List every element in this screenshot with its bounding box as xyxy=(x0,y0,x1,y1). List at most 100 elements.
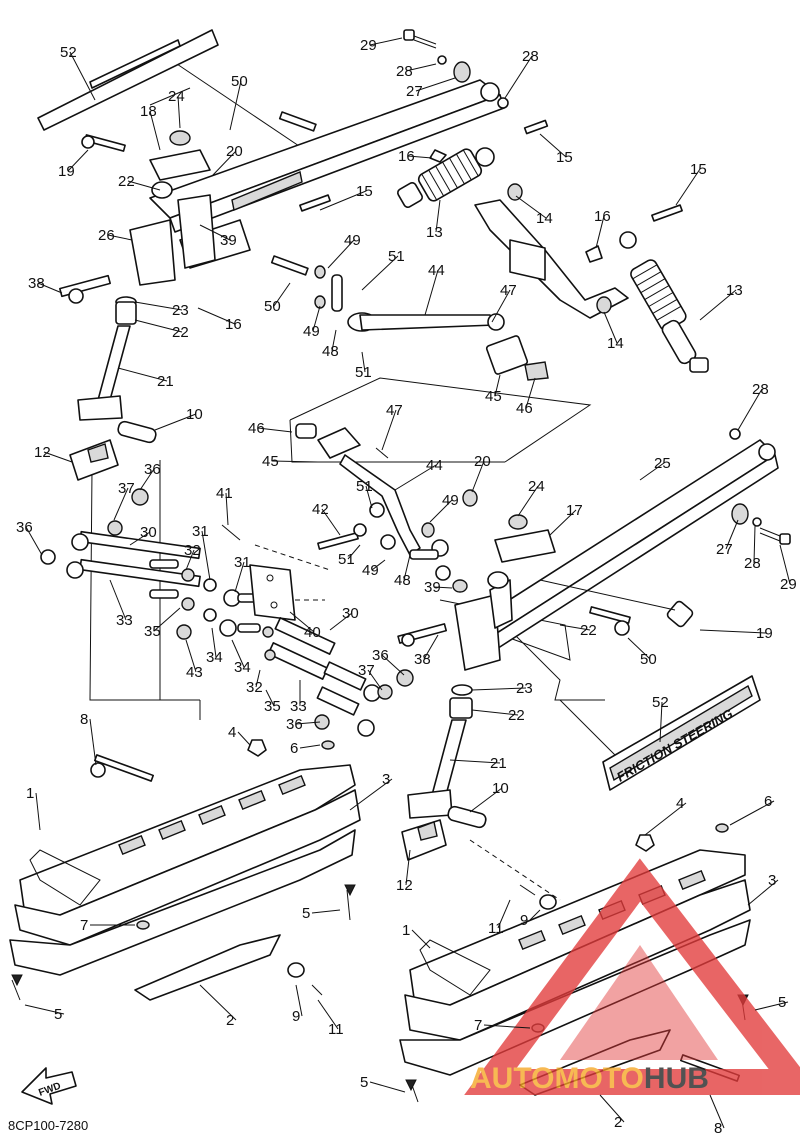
callout-label-5: 5 xyxy=(54,1006,62,1023)
ski-mount-12-right xyxy=(401,819,447,861)
callout-label-13: 13 xyxy=(426,224,443,241)
leader-line-c20b xyxy=(471,460,485,493)
leader-line-c49a xyxy=(327,239,355,269)
steering-arm-assembly-right-middle xyxy=(397,489,694,671)
leader-line-c48a xyxy=(331,329,337,352)
callout-label-36: 36 xyxy=(372,647,389,664)
leader-line-c3b xyxy=(747,879,779,906)
leader-line-c39a xyxy=(199,224,231,241)
leader-line-c52b xyxy=(659,701,663,743)
leader-line-c4a xyxy=(237,731,251,746)
watermark-text-a: AUTO xyxy=(470,1062,554,1095)
callout-label-49: 49 xyxy=(303,323,320,340)
leader-line-c14a xyxy=(515,195,547,219)
callout-label-25: 25 xyxy=(654,455,671,472)
callout-label-37: 37 xyxy=(118,480,135,497)
callout-label-47: 47 xyxy=(386,402,403,419)
callout-label-49: 49 xyxy=(442,492,459,509)
callout-label-12: 12 xyxy=(396,877,413,894)
leader-line-c1a xyxy=(35,792,41,831)
leader-line-c23b xyxy=(471,687,527,691)
watermark-logo: AUTOMOTOHUB xyxy=(464,858,800,1095)
leader-line-c2a xyxy=(199,984,237,1021)
callout-label-4: 4 xyxy=(228,724,236,741)
leader-line-c7b xyxy=(483,1024,531,1029)
leader-line-c16b xyxy=(595,215,605,249)
leader-line-c33a xyxy=(109,579,127,621)
callout-label-24: 24 xyxy=(528,478,545,495)
ski-left-fasteners xyxy=(11,739,356,1001)
callout-label-37: 37 xyxy=(358,662,375,679)
leader-line-c21b xyxy=(449,759,501,764)
leader-line-c22c xyxy=(559,624,591,631)
callout-label-39: 39 xyxy=(424,579,441,596)
callout-label-27: 27 xyxy=(716,541,733,558)
callout-label-16: 16 xyxy=(594,208,611,225)
callout-label-1: 1 xyxy=(26,785,34,802)
callout-label-20: 20 xyxy=(226,143,243,160)
leader-line-c14b xyxy=(603,311,618,344)
callout-label-12: 12 xyxy=(34,444,51,461)
leader-line-c19a xyxy=(67,149,89,172)
leader-line-c51a xyxy=(361,255,399,291)
fwd-arrow-icon: FWD xyxy=(21,1067,77,1105)
leader-line-c37a xyxy=(113,487,129,521)
leader-line-c45b xyxy=(271,460,319,463)
leader-line-c28c xyxy=(737,388,763,431)
leader-line-c52a xyxy=(69,51,96,101)
leader-line-c10b xyxy=(469,787,503,813)
leader-line-c22a xyxy=(127,180,161,191)
callout-label-22: 22 xyxy=(508,707,525,724)
callout-label-43: 43 xyxy=(186,664,203,681)
leader-line-c46b xyxy=(257,427,293,433)
callout-label-7: 7 xyxy=(80,917,88,934)
callout-label-6: 6 xyxy=(290,740,298,757)
callout-label-15: 15 xyxy=(556,149,573,166)
callout-label-11: 11 xyxy=(328,1021,344,1038)
leader-line-c49b xyxy=(312,305,321,332)
leader-lines xyxy=(24,37,791,1129)
leader-line-c9b xyxy=(295,984,303,1017)
ski-mount-12-left xyxy=(69,439,119,481)
callout-label-8: 8 xyxy=(714,1120,722,1137)
callout-label-29: 29 xyxy=(780,576,797,593)
leader-line-c23a xyxy=(134,301,183,311)
leader-line-c41 xyxy=(225,492,229,526)
leader-line-c8b xyxy=(709,1094,725,1129)
watermark-text-b: MOTO xyxy=(554,1062,643,1095)
center-bracket-14 xyxy=(474,183,629,319)
callout-label-21: 21 xyxy=(490,755,507,772)
leader-line-c34b xyxy=(231,639,245,668)
callout-label-19: 19 xyxy=(756,625,773,642)
svg-text:AUTOMOTOHUB: AUTOMOTOHUB xyxy=(470,1062,709,1095)
stabilizer-link-48-49-middle xyxy=(409,522,468,593)
callout-label-31: 31 xyxy=(192,523,209,540)
friction-steering-decal-52: FRICTION STEERING xyxy=(602,675,761,791)
leader-line-c50a xyxy=(229,80,242,131)
leader-line-c35a xyxy=(153,607,181,632)
leader-line-c38a xyxy=(37,282,63,294)
leader-line-c22d xyxy=(471,709,519,716)
callout-label-22: 22 xyxy=(580,622,597,639)
leader-line-c39b xyxy=(433,586,453,589)
callout-label-46: 46 xyxy=(516,400,533,417)
callout-label-35: 35 xyxy=(144,623,161,640)
callout-label-36: 36 xyxy=(144,461,161,478)
leader-line-c45a xyxy=(494,374,501,397)
leader-line-c18 xyxy=(149,110,161,151)
leader-line-c42 xyxy=(321,508,341,536)
leader-line-c49d xyxy=(371,559,386,571)
leader-line-c32a xyxy=(185,549,195,571)
callout-label-52: 52 xyxy=(60,44,77,61)
leader-line-c34a xyxy=(211,627,217,658)
leader-line-c19b xyxy=(699,629,767,634)
leader-line-c36c xyxy=(381,654,405,676)
leader-line-c44a xyxy=(424,269,439,316)
leader-line-c16a xyxy=(407,155,433,159)
leader-line-c25 xyxy=(639,462,665,481)
leader-line-c46a xyxy=(525,377,536,409)
callout-label-36: 36 xyxy=(16,519,33,536)
leader-line-c22b xyxy=(134,319,183,333)
